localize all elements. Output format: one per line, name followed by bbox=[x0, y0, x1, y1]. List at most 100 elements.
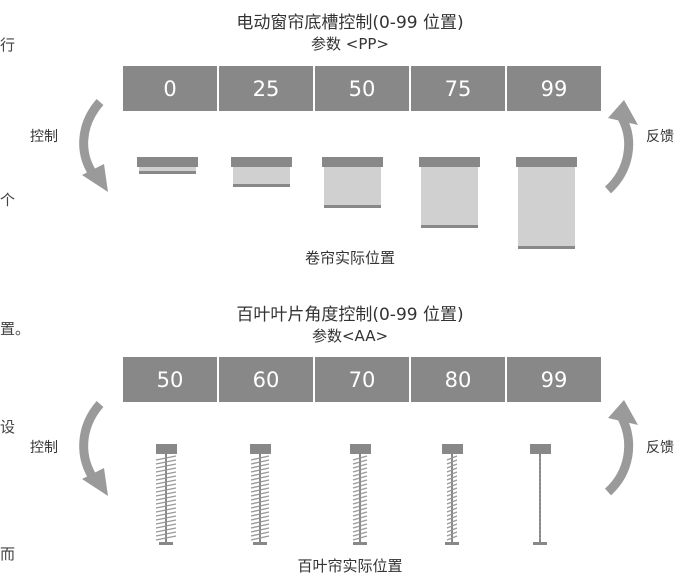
venetian-slat bbox=[446, 531, 458, 537]
venetian-head-60 bbox=[250, 444, 271, 454]
venetian-bottom-rail bbox=[533, 542, 547, 545]
venetian-head-50 bbox=[156, 444, 177, 454]
venetian-slat bbox=[352, 475, 368, 481]
venetian-slat bbox=[446, 507, 458, 513]
venetian-slat bbox=[155, 507, 177, 513]
section2-title: 百叶叶片角度控制(0-99 位置) bbox=[236, 305, 464, 325]
position-cell: 25 bbox=[219, 66, 313, 111]
section1-caption: 卷帘实际位置 bbox=[304, 249, 395, 267]
venetian-slat bbox=[446, 471, 458, 477]
venetian-slat bbox=[155, 455, 177, 461]
venetian-slat bbox=[155, 483, 177, 489]
position-cell: 99 bbox=[507, 66, 601, 111]
venetian-slat bbox=[446, 483, 458, 489]
venetian-slat bbox=[250, 491, 270, 497]
venetian-slat bbox=[352, 495, 368, 501]
feedback-arrow-2-icon bbox=[604, 415, 634, 496]
venetian-slat bbox=[352, 459, 368, 465]
angle-cell: 80 bbox=[411, 357, 505, 402]
roller-blind-99 bbox=[516, 157, 577, 249]
venetian-bottom-rail bbox=[159, 542, 173, 545]
venetian-head-80 bbox=[442, 444, 463, 454]
roller-blind-50 bbox=[322, 157, 383, 208]
roller-blind-0 bbox=[137, 157, 198, 174]
venetian-slat bbox=[446, 491, 458, 497]
venetian-slat bbox=[250, 523, 270, 529]
section1-control-label: 控制 bbox=[30, 129, 58, 145]
venetian-slat bbox=[352, 479, 368, 485]
angle-cell: 50 bbox=[123, 357, 217, 402]
feedback-arrowhead-icon bbox=[608, 100, 638, 125]
venetian-slat bbox=[352, 523, 368, 529]
venetian-slat bbox=[250, 511, 270, 517]
roller-blind-75 bbox=[419, 157, 480, 228]
venetian-slat bbox=[352, 519, 368, 525]
venetian-slat bbox=[250, 459, 270, 465]
venetian-slat bbox=[250, 495, 270, 501]
venetian-slat bbox=[352, 515, 368, 521]
venetian-slat bbox=[446, 503, 458, 509]
venetian-slat bbox=[446, 487, 458, 493]
venetian-slat bbox=[352, 491, 368, 497]
venetian-slat bbox=[155, 467, 177, 473]
venetian-slat bbox=[155, 463, 177, 469]
venetian-slat bbox=[352, 455, 368, 461]
venetian-slat bbox=[155, 487, 177, 493]
section1-param: 参数 <PP> bbox=[311, 35, 389, 53]
venetian-slat bbox=[352, 483, 368, 489]
position-bar-2: 50 60 70 80 99 bbox=[123, 357, 601, 402]
venetian-slat bbox=[155, 511, 177, 517]
angle-cell: 70 bbox=[315, 357, 409, 402]
edge-text-1: 行 bbox=[0, 36, 16, 54]
section1-feedback-label: 反馈 bbox=[646, 129, 674, 145]
control-arrowhead-icon bbox=[82, 164, 108, 192]
venetian-slat bbox=[155, 479, 177, 485]
venetian-slat bbox=[446, 527, 458, 533]
edge-text-3: 置。 bbox=[0, 320, 31, 338]
venetian-slat bbox=[446, 511, 458, 517]
venetian-slat bbox=[352, 503, 368, 509]
venetian-slat bbox=[446, 467, 458, 473]
venetian-bottom-rail bbox=[445, 542, 459, 545]
venetian-slat bbox=[352, 507, 368, 513]
venetian-head-99 bbox=[530, 444, 551, 454]
venetian-slat bbox=[155, 491, 177, 497]
section2-feedback-label: 反馈 bbox=[646, 440, 674, 456]
venetian-slat bbox=[250, 471, 270, 477]
venetian-slat bbox=[446, 519, 458, 525]
venetian-slat bbox=[155, 499, 177, 505]
venetian-slat bbox=[352, 471, 368, 477]
venetian-slat bbox=[155, 471, 177, 477]
venetian-slat bbox=[155, 515, 177, 521]
venetian-bottom-rail bbox=[353, 542, 367, 545]
venetian-slat bbox=[155, 495, 177, 501]
venetian-slat bbox=[155, 523, 177, 529]
venetian-slat bbox=[250, 499, 270, 505]
position-cell: 50 bbox=[315, 66, 409, 111]
edge-text-5: 而 bbox=[0, 545, 16, 563]
position-cell: 0 bbox=[123, 66, 217, 111]
venetian-bottom-rail bbox=[253, 542, 267, 545]
venetian-slat bbox=[250, 531, 270, 537]
venetian-slat bbox=[250, 467, 270, 473]
angle-cell: 99 bbox=[507, 357, 601, 402]
position-bar-1: 0 25 50 75 99 bbox=[123, 66, 601, 111]
feedback-arrow-icon bbox=[604, 115, 634, 194]
edge-text-2: 个 bbox=[0, 191, 16, 209]
venetian-slat bbox=[446, 463, 458, 469]
venetian-slat bbox=[352, 463, 368, 469]
venetian-slat bbox=[155, 535, 177, 541]
venetian-slat bbox=[155, 519, 177, 525]
venetian-slat bbox=[446, 459, 458, 465]
venetian-slat bbox=[250, 503, 270, 509]
feedback-arrowhead-2-icon bbox=[608, 400, 638, 425]
venetian-slat bbox=[446, 523, 458, 529]
edge-text-4: 设 bbox=[0, 418, 16, 436]
venetian-slat bbox=[446, 535, 458, 541]
section2-caption: 百叶帘实际位置 bbox=[297, 557, 403, 575]
venetian-slat bbox=[250, 455, 270, 461]
venetian-slat bbox=[446, 495, 458, 501]
venetian-slat bbox=[352, 527, 368, 533]
venetian-slat bbox=[155, 475, 177, 481]
venetian-slat bbox=[352, 535, 368, 541]
